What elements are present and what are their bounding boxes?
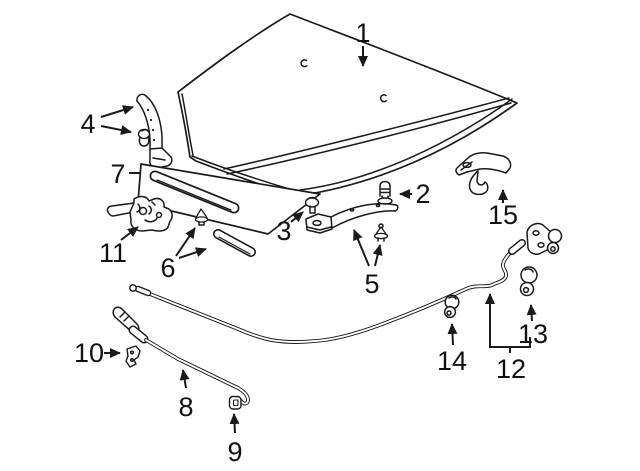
callout-13-label[interactable]: 13 <box>518 319 548 349</box>
callout-11[interactable]: 11 <box>99 226 139 268</box>
release-cable <box>129 222 563 344</box>
callout-1-label[interactable]: 1 <box>355 18 370 48</box>
hood-hole-left <box>300 59 308 68</box>
callout-10-label[interactable]: 10 <box>74 338 104 368</box>
hinge-clip <box>137 128 151 147</box>
front-molding <box>213 229 256 257</box>
cable-clip-right <box>519 266 538 297</box>
callout-8[interactable]: 8 <box>178 369 194 422</box>
callout-15-label[interactable]: 15 <box>488 200 518 230</box>
front-molding-clip <box>194 208 209 226</box>
callout-2-label[interactable]: 2 <box>415 179 430 209</box>
callout-6-label[interactable]: 6 <box>160 253 175 283</box>
support-rod <box>112 306 250 406</box>
callout-5[interactable]: 5 <box>353 229 383 299</box>
callout-6[interactable]: 6 <box>160 227 207 283</box>
callout-7[interactable]: 7 <box>110 159 141 189</box>
callout-14[interactable]: 14 <box>437 323 467 376</box>
cowl-garnish <box>305 202 399 234</box>
hood-front-edge-band <box>299 98 513 191</box>
cowl-clip <box>304 196 320 214</box>
callout-12[interactable]: 12 <box>485 293 531 384</box>
callout-15[interactable]: 15 <box>488 189 518 230</box>
callout-3-label[interactable]: 3 <box>276 216 291 246</box>
cable-end-tip <box>129 284 137 292</box>
hood-left-edge-band <box>181 93 194 156</box>
hood-hole-right <box>379 94 388 103</box>
cable-grommet <box>547 228 563 244</box>
callout-9-label[interactable]: 9 <box>227 437 242 467</box>
callout-5-label[interactable]: 5 <box>364 269 379 299</box>
callout-12-label[interactable]: 12 <box>496 354 526 384</box>
callout-7-label[interactable]: 7 <box>110 159 125 189</box>
hood-panel <box>177 13 518 197</box>
hinge-bracket <box>136 93 173 169</box>
hood-crease-line-upper <box>223 97 510 170</box>
hood-seal-detail-box <box>137 163 321 235</box>
callout-13[interactable]: 13 <box>518 304 548 349</box>
cable-bracket <box>455 152 512 196</box>
callout-2[interactable]: 2 <box>399 179 431 209</box>
callout-10[interactable]: 10 <box>74 338 121 368</box>
callout-8-label[interactable]: 8 <box>178 392 193 422</box>
callout-3[interactable]: 3 <box>276 211 304 246</box>
cable-clip-middle <box>443 294 460 319</box>
callout-1[interactable]: 1 <box>355 18 371 67</box>
rod-clip <box>125 345 141 368</box>
callout-11-label[interactable]: 11 <box>99 238 127 268</box>
hood-latch <box>106 195 173 232</box>
callout-4-label[interactable]: 4 <box>80 109 95 139</box>
callout-14-label[interactable]: 14 <box>437 346 467 376</box>
rod-holder <box>228 395 242 410</box>
hood-crease-line-lower <box>226 102 512 175</box>
hood-cushion <box>377 180 393 205</box>
callout-4[interactable]: 4 <box>80 105 134 139</box>
callout-9[interactable]: 9 <box>227 413 243 467</box>
cowl-garnish-clip <box>373 223 389 242</box>
